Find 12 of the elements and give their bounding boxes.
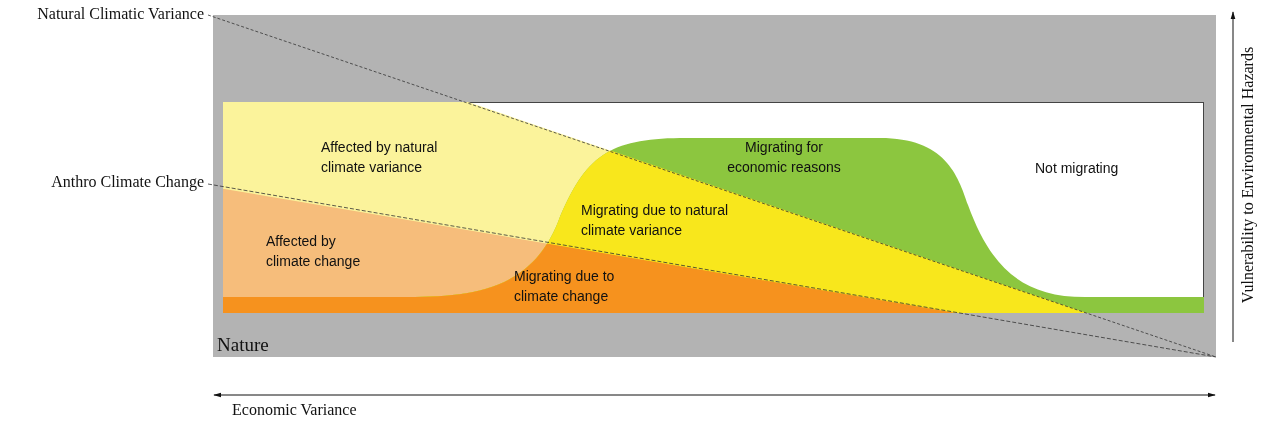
- axis-label: Anthro Climate Change: [51, 174, 204, 190]
- region-label: Not migrating: [1035, 159, 1119, 178]
- region-label: Migrating due to natural climate variance: [581, 201, 730, 240]
- region-label: Migrating for economic reasons: [726, 138, 842, 177]
- region-label: Affected by climate change: [266, 232, 362, 271]
- panel-label: Nature: [217, 335, 269, 354]
- plot-area: [223, 102, 1204, 313]
- axis-label: Vulnerability to Environmental Hazards: [1240, 46, 1256, 304]
- axis-label: Natural Climatic Variance: [37, 6, 204, 22]
- axis-label: Economic Variance: [232, 402, 357, 418]
- region-label: Affected by natural climate variance: [321, 138, 439, 177]
- region-label: Migrating due to climate change: [514, 267, 616, 306]
